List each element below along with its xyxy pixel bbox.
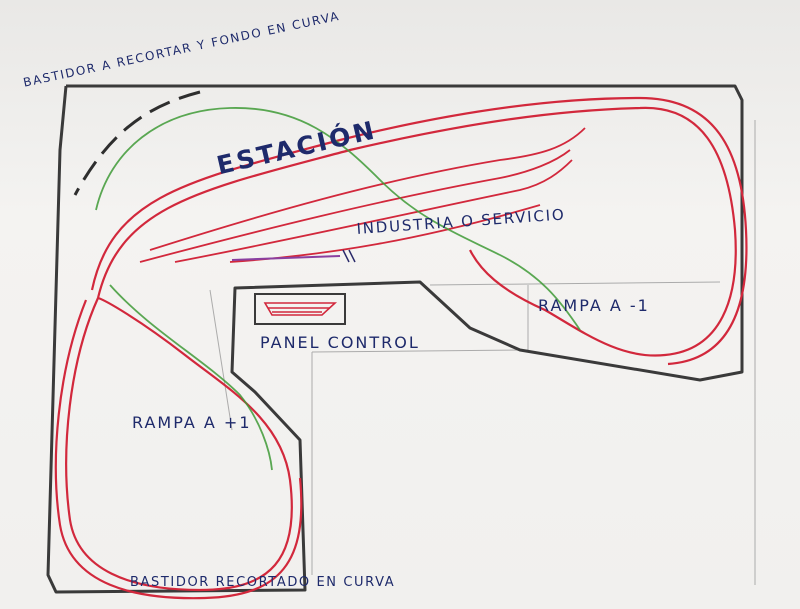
station-tracks	[139, 127, 586, 263]
main-track-loop	[54, 96, 748, 600]
frame-cut-dashed	[73, 90, 201, 196]
baseboard-frame	[46, 84, 744, 594]
pencil-guide-line	[209, 289, 233, 431]
control-panel-box	[254, 293, 346, 325]
pencil-guide-line	[429, 281, 721, 286]
label-control-panel: PANEL CONTROL	[260, 333, 420, 352]
industry-siding	[231, 255, 341, 261]
siding-buffer	[342, 249, 350, 263]
label-ramp-up: RAMPA A +1	[132, 413, 252, 432]
control-panel-sketch	[263, 302, 338, 316]
pencil-guides	[209, 120, 756, 585]
label-ramp-down: RAMPA A -1	[538, 296, 650, 315]
green-ramp-track	[95, 107, 581, 471]
siding-buffer	[348, 249, 356, 263]
label-frame-cut-curve: BASTIDOR RECORTADO EN CURVA	[130, 575, 396, 590]
pencil-guide-line	[311, 349, 529, 353]
